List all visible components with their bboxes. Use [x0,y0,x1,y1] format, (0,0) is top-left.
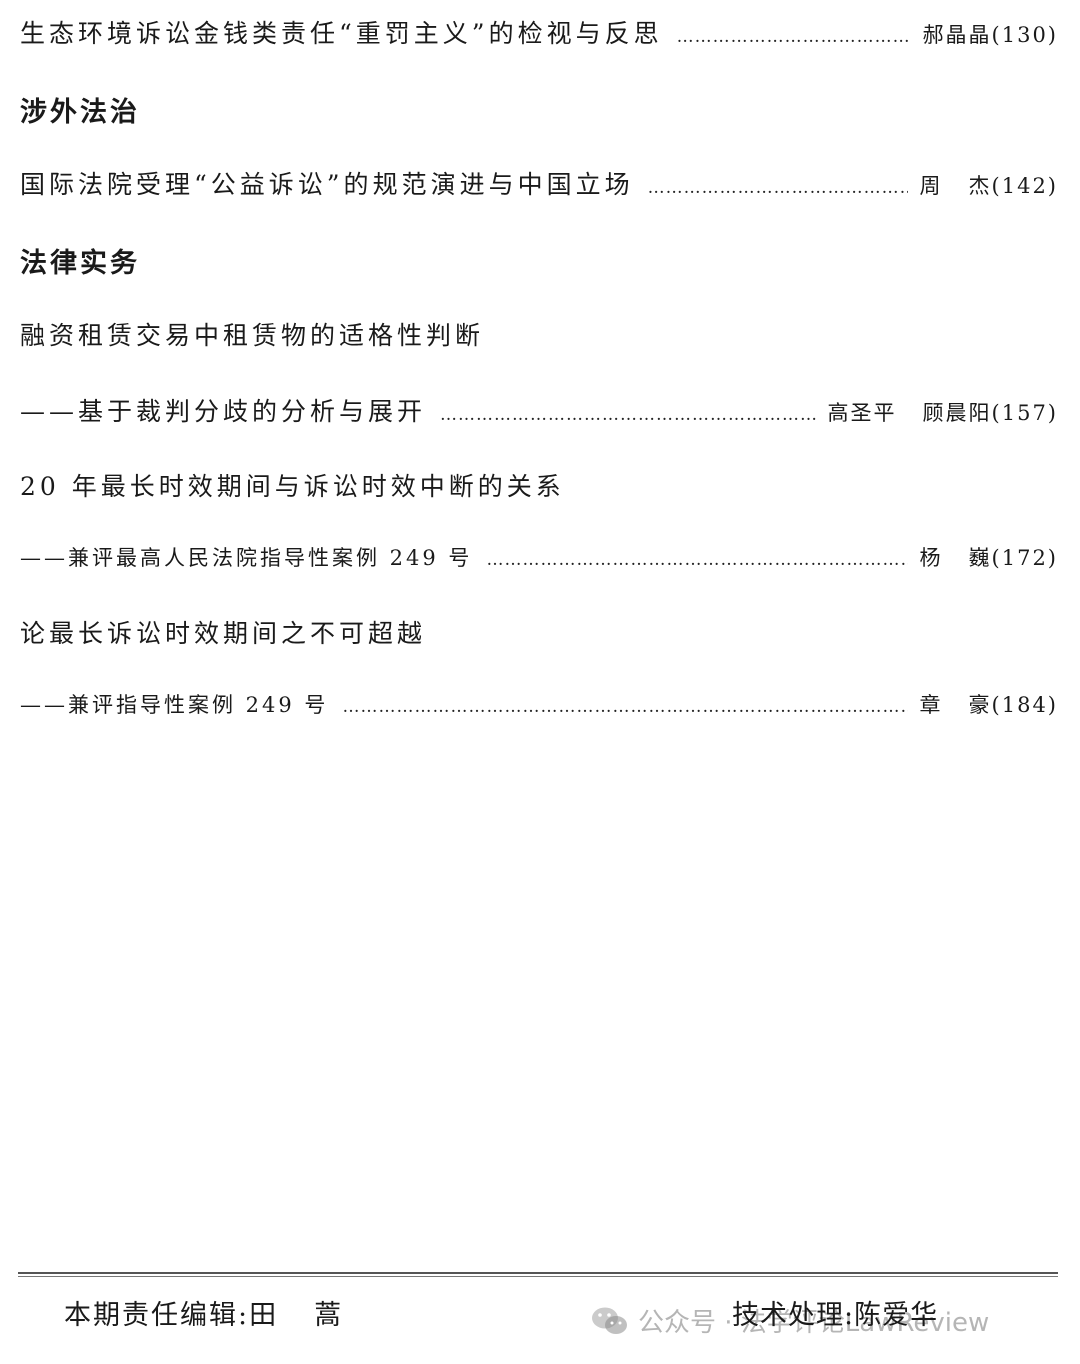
leader-dots [486,550,907,570]
leader-dots [440,405,816,425]
article-author: 周杰(142) [919,174,1058,198]
leader-dots [342,697,907,717]
editor-credit: 本期责任编辑:田蒿 [64,1300,344,1331]
article-title[interactable]: 20 年最长时效期间与诉讼时效中断的关系 [20,472,565,501]
toc-entry[interactable]: ——兼评指导性案例 249 号 章豪(184) [20,689,1058,719]
article-subtitle: ——基于裁判分歧的分析与展开 [20,397,427,426]
article-author: 高圣平顾晨阳(157) [827,401,1058,425]
toc-entry[interactable]: ——兼评最高人民法院指导性案例 249 号 杨巍(172) [20,542,1058,572]
watermark-text: 公众号 · 法学评论LawReview [638,1308,990,1338]
toc-entry[interactable]: 生态环境诉讼金钱类责任“重罚主义”的检视与反思 郝晶晶(130) [20,14,1058,50]
page-number: (157) [991,401,1058,425]
leader-dots [677,27,911,47]
article-title[interactable]: 论最长诉讼时效期间之不可超越 [20,619,427,648]
toc-entry[interactable]: 国际法院受理“公益诉讼”的规范演进与中国立场 周杰(142) [20,165,1058,201]
tech-credit: 技术处理:陈爱华 [732,1300,939,1331]
article-author: 杨巍(172) [919,546,1058,570]
page-number: (142) [991,174,1058,198]
section-heading: 涉外法治 [20,97,140,128]
article-author: 章豪(184) [919,693,1058,717]
page-number: (130) [991,23,1058,47]
footer-rule [18,1272,1058,1274]
page-number: (184) [991,693,1058,717]
wechat-icon [592,1307,627,1334]
footer-rule-thin [18,1276,1058,1277]
article-subtitle: ——兼评指导性案例 249 号 [20,693,329,717]
article-title: 国际法院受理“公益诉讼”的规范演进与中国立场 [20,170,634,199]
article-title: 生态环境诉讼金钱类责任“重罚主义”的检视与反思 [20,19,663,48]
article-title[interactable]: 融资租赁交易中租赁物的适格性判断 [20,321,485,350]
watermark: 公众号 · 法学评论LawReview [590,1302,989,1339]
leader-dots [648,178,908,198]
page-number: (172) [991,546,1058,570]
section-heading: 法律实务 [20,248,140,279]
article-subtitle: ——兼评最高人民法院指导性案例 249 号 [20,546,473,570]
article-author: 郝晶晶(130) [922,23,1058,47]
